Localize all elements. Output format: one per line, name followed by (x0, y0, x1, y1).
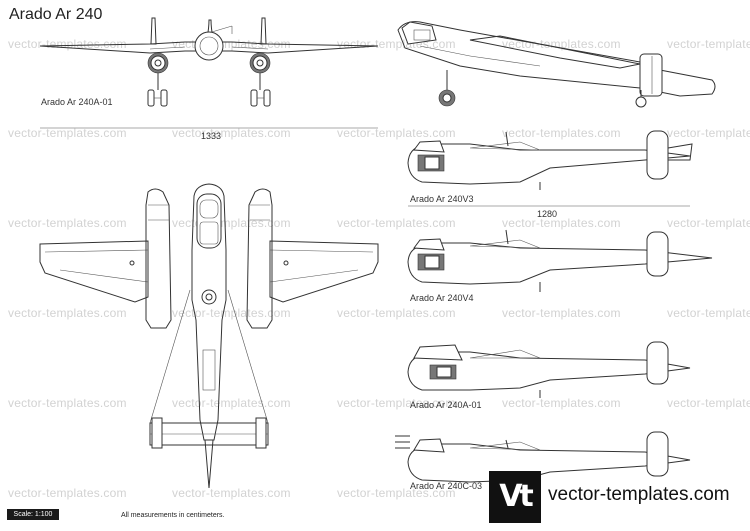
scale-badge: Scale: 1:100 (7, 509, 59, 520)
watermark: vector-templates.com (337, 396, 456, 410)
wingspan-dimension: 1333 (201, 131, 222, 141)
page-title: Arado Ar 240 (9, 6, 103, 23)
watermark: vector-templates.com (337, 486, 456, 500)
perspective-view (397, 21, 716, 108)
watermark: vector-templates.com (8, 37, 127, 51)
watermark: vector-templates.com (172, 486, 291, 500)
length-dimension: 1280 (537, 209, 558, 219)
side-v4-label: Arado Ar 240V4 (410, 293, 474, 303)
front-view-label: Arado Ar 240A-01 (41, 97, 113, 107)
watermark: vector-templates.com (502, 126, 621, 140)
watermark: vector-templates.com (337, 126, 456, 140)
watermark: vector-templates.com (502, 306, 621, 320)
watermark: vector-templates.com (8, 306, 127, 320)
measurement-note: All measurements in centimeters. (121, 512, 225, 519)
watermark: vector-templates.com (502, 216, 621, 230)
side-a01-label: Arado Ar 240A-01 (410, 400, 482, 410)
watermark: vector-templates.com (337, 306, 456, 320)
side-c03-label: Arado Ar 240C-03 (410, 481, 483, 491)
watermark: vector-templates.com (172, 306, 291, 320)
side-view-v3 (407, 130, 693, 190)
side-view-a01 (407, 341, 691, 398)
watermark: vector-templates.com (8, 126, 127, 140)
side-view-c03 (395, 431, 691, 483)
watermark: vector-templates.com (502, 396, 621, 410)
top-view (39, 183, 379, 489)
side-v3-label: Arado Ar 240V3 (410, 194, 474, 204)
watermark: vector-templates.com (667, 126, 750, 140)
watermark: vector-templates.com (337, 216, 456, 230)
watermark: vector-templates.com (8, 486, 127, 500)
watermark: vector-templates.com (667, 216, 750, 230)
watermark: vector-templates.com (502, 37, 621, 51)
front-view (39, 17, 379, 107)
watermark: vector-templates.com (172, 126, 291, 140)
watermark: vector-templates.com (8, 216, 127, 230)
watermark: vector-templates.com (667, 306, 750, 320)
vt-logo-icon: Vt (489, 471, 541, 523)
watermark: vector-templates.com (667, 37, 750, 51)
watermark: vector-templates.com (8, 396, 127, 410)
watermark: vector-templates.com (667, 396, 750, 410)
logo-text: vector-templates.com (548, 484, 730, 505)
side-view-v4 (407, 229, 713, 292)
